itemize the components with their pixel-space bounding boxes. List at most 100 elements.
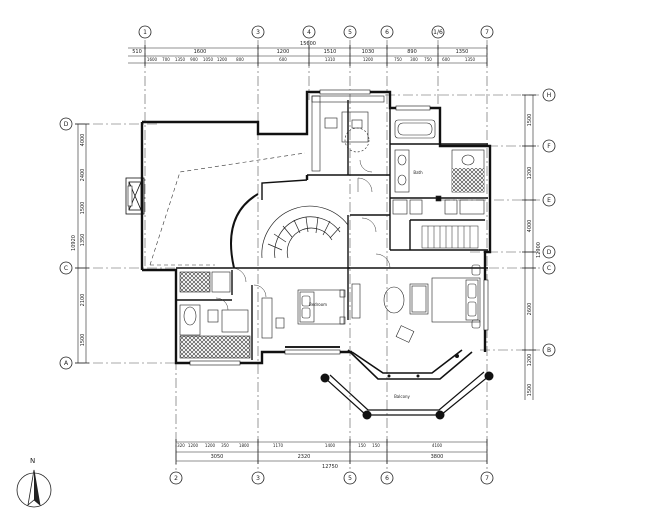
core-cabinets: [392, 195, 485, 215]
axis-bubbles-left: [59, 117, 73, 370]
dim-bottom-r1-6: 1170: [273, 443, 284, 448]
balcony-railing: [324, 371, 490, 416]
dim-top-r2-11: 750: [394, 57, 402, 62]
axis-bubbles-bottom: [169, 471, 494, 485]
upper-bathroom-fixtures: [394, 119, 485, 193]
dim-right-seg-4: 2600: [527, 303, 533, 316]
dim-top-r1-5: 1030: [362, 49, 375, 55]
bedroom-left-furniture: [261, 289, 346, 348]
dim-bottom-r1-8: 150: [358, 443, 366, 448]
dim-bottom-r1-9: 150: [372, 443, 380, 448]
dim-bottom-r1-3: 1200: [205, 443, 216, 448]
dim-top-r2-10: 1200: [363, 57, 374, 62]
axis-label-right-H: H: [547, 92, 552, 99]
dim-top-total: 15600: [300, 41, 316, 47]
dim-top-r2-1: 1600: [147, 57, 158, 62]
dim-left-seg-3: 1500: [80, 202, 86, 215]
dim-top-r2-3: 1350: [175, 57, 186, 62]
windows: [127, 89, 489, 366]
dim-top-r1-1: 510: [132, 49, 142, 55]
study-room-furniture: [311, 95, 385, 172]
dim-bottom-r1-4: 350: [221, 443, 229, 448]
dim-right-total: 12900: [536, 242, 542, 258]
dim-top-r2-15: 1350: [465, 57, 476, 62]
axis-label-bottom-2: 2: [174, 475, 178, 482]
axis-label-bottom-7: 7: [485, 475, 489, 482]
dim-top-r2-9: 1310: [325, 57, 336, 62]
lower-bathroom-fixtures: [179, 271, 251, 359]
axis-label-left-D: D: [64, 121, 69, 128]
axis-bubbles-top: [138, 25, 494, 39]
axis-label-left-A: A: [64, 360, 69, 367]
axis-label-top-5: 5: [348, 29, 352, 36]
dim-bottom-r2-1: 3050: [211, 454, 224, 460]
dim-top-r2-8: 600: [279, 57, 287, 62]
dim-top-r2-2: 700: [162, 57, 170, 62]
room-label-balcony: Balcony: [394, 394, 410, 399]
dim-top-r2-12: 300: [410, 57, 418, 62]
axis-label-top-6: 6: [385, 29, 389, 36]
dim-top-r2-7: 800: [236, 57, 244, 62]
axis-bubbles-right: [542, 88, 556, 357]
curved-wall: [230, 193, 259, 269]
armchair: [395, 325, 415, 343]
dim-bottom-r1-2: 1200: [188, 443, 199, 448]
axis-label-top-3: 3: [256, 29, 260, 36]
door-swings: [215, 159, 391, 311]
balcony-posts: [387, 354, 459, 378]
dimension-lines: [77, 47, 534, 462]
dim-left-seg-1: 4000: [80, 134, 86, 147]
dim-bottom-r2-2: 2320: [298, 454, 311, 460]
dimension-ticks: [75, 45, 536, 464]
interior-walls: [176, 100, 488, 360]
dim-right-seg-1: 1500: [527, 114, 533, 127]
dim-top-r2-6: 1200: [217, 57, 228, 62]
room-label-bath: Bath: [413, 170, 423, 175]
dim-top-r2-4: 900: [190, 57, 198, 62]
room-label-bedroom: Bedroom: [309, 302, 327, 307]
balcony-columns: [320, 371, 494, 420]
north-label: N: [30, 457, 35, 465]
axis-label-top-4: 4: [307, 29, 311, 36]
axis-label-right-E: E: [547, 197, 551, 204]
axis-label-right-F: F: [547, 143, 551, 150]
dim-left-seg-4: 1350: [80, 234, 86, 247]
dim-bottom-r1-7: 1400: [325, 443, 336, 448]
dim-left-seg-6: 1500: [80, 334, 86, 347]
dim-top-r2-13: 750: [424, 57, 432, 62]
axis-label-left-C: C: [64, 265, 68, 272]
axis-label-top-1-6: 1/6: [433, 29, 443, 36]
spiral-staircase: [261, 205, 349, 259]
roof-outline: [149, 152, 306, 266]
axis-label-bottom-3: 3: [256, 475, 260, 482]
axis-label-bottom-6: 6: [385, 475, 389, 482]
dim-top-r1-2: 1600: [194, 49, 207, 55]
bay-window: [347, 349, 473, 380]
dim-right-seg-6: 1500: [527, 384, 533, 397]
dim-left-total: 10920: [71, 235, 77, 251]
axis-label-right-C: C: [547, 265, 551, 272]
axis-label-right-B: B: [547, 347, 551, 354]
dim-bottom-r1-10: 4100: [432, 443, 443, 448]
dim-left-seg-2: 2400: [80, 169, 86, 182]
dim-left-seg-5: 2100: [80, 294, 86, 307]
dim-right-seg-3: 4000: [527, 220, 533, 233]
axis-label-bottom-5: 5: [348, 475, 352, 482]
dim-bottom-total: 12750: [322, 464, 338, 470]
dim-bottom-r2-3: 3800: [431, 454, 444, 460]
dim-top-r1-6: 890: [407, 49, 417, 55]
dim-top-r1-3: 1200: [277, 49, 290, 55]
dim-top-r1-4: 1510: [324, 49, 337, 55]
dim-bottom-r1-5: 1800: [239, 443, 250, 448]
north-arrow: N: [16, 457, 52, 508]
axis-label-top-1: 1: [143, 29, 147, 36]
dim-top-r2-14: 600: [442, 57, 450, 62]
axis-label-right-D: D: [547, 249, 552, 256]
bedroom-right-furniture: [351, 264, 481, 329]
dim-right-seg-5: 1200: [527, 354, 533, 367]
straight-staircase: [421, 225, 479, 249]
axis-label-top-7: 7: [485, 29, 489, 36]
dim-bottom-r1-1: 320: [177, 443, 185, 448]
